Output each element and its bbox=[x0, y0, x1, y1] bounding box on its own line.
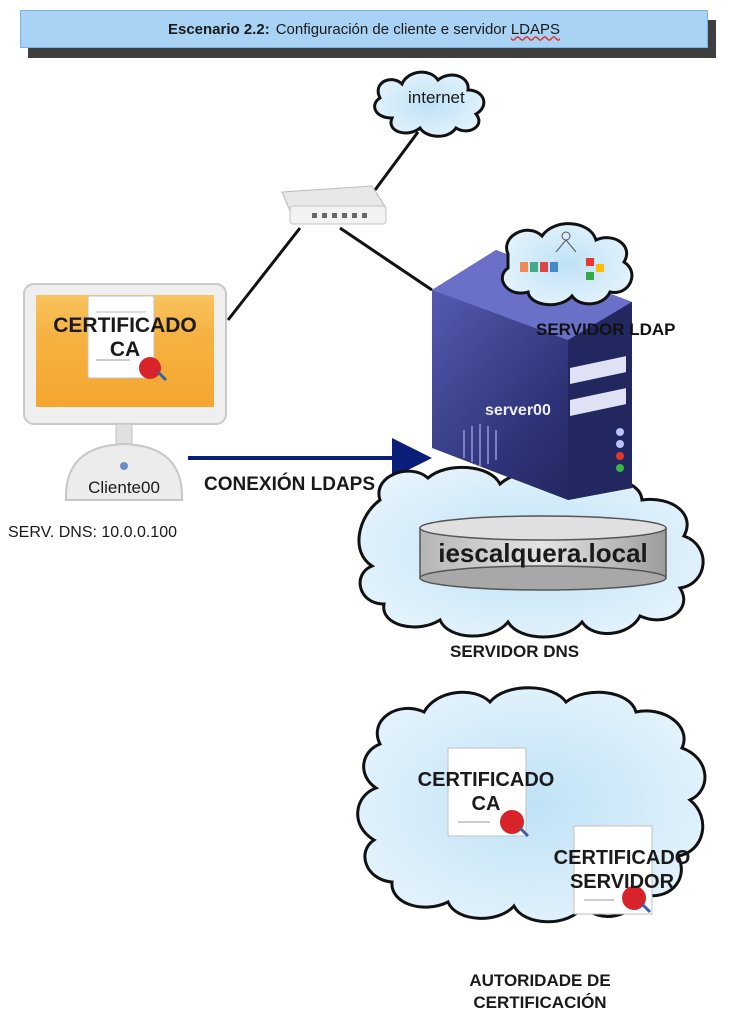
internet-cloud-icon bbox=[373, 70, 486, 138]
connection-label: CONEXIÓN LDAPS bbox=[204, 474, 376, 495]
server-certificate-line2: SERVIDOR bbox=[569, 871, 675, 893]
client-monitor-icon bbox=[23, 283, 227, 501]
certificate-authority-label: AUTORIDADE DE CERTIFICACIÓN bbox=[420, 970, 660, 1014]
server-certificate-document-icon bbox=[573, 825, 653, 915]
client-dns-setting: SERV. DNS: 10.0.0.100 bbox=[8, 524, 177, 541]
router-internet-link bbox=[373, 131, 420, 191]
certificate-authority-line1: AUTORIDADE DE bbox=[469, 971, 611, 990]
domain-database-icon bbox=[419, 515, 667, 591]
scenario-protocol: LDAPS bbox=[510, 20, 561, 38]
scenario-description: Configuración de cliente e servidor bbox=[275, 20, 507, 38]
client-router-link bbox=[226, 227, 302, 321]
ldap-directory-cloud-icon bbox=[500, 222, 634, 307]
ca-certificate-label: CERTIFICADO CA bbox=[398, 768, 574, 816]
server-certificate-label: CERTIFICADO SERVIDOR bbox=[524, 846, 720, 894]
router-icon bbox=[281, 185, 387, 225]
scenario-title: Escenario 2.2: Configuración de cliente … bbox=[20, 10, 708, 48]
server-name: server00 bbox=[485, 402, 551, 419]
domain-name: iescalquera.local bbox=[438, 538, 648, 568]
client-certificate-label: CERTIFICADO CA bbox=[36, 314, 214, 362]
ldap-server-label: SERVIDOR LDAP bbox=[536, 320, 676, 339]
ca-certificate-line2: CA bbox=[471, 793, 501, 815]
router-server-link bbox=[339, 226, 433, 292]
ca-certificate-line1: CERTIFICADO bbox=[417, 769, 555, 791]
client-name: Cliente00 bbox=[88, 478, 160, 497]
internet-label: internet bbox=[408, 88, 465, 107]
ca-certificate-document-icon bbox=[447, 747, 530, 838]
dns-server-label: SERVIDOR DNS bbox=[450, 642, 580, 661]
client-certificate-line2: CA bbox=[109, 338, 141, 361]
certificate-authority-line2: CERTIFICACIÓN bbox=[473, 993, 607, 1012]
client-certificate-line1: CERTIFICADO bbox=[53, 314, 197, 337]
scenario-number: Escenario 2.2: bbox=[167, 20, 270, 38]
server-certificate-line1: CERTIFICADO bbox=[553, 847, 691, 869]
